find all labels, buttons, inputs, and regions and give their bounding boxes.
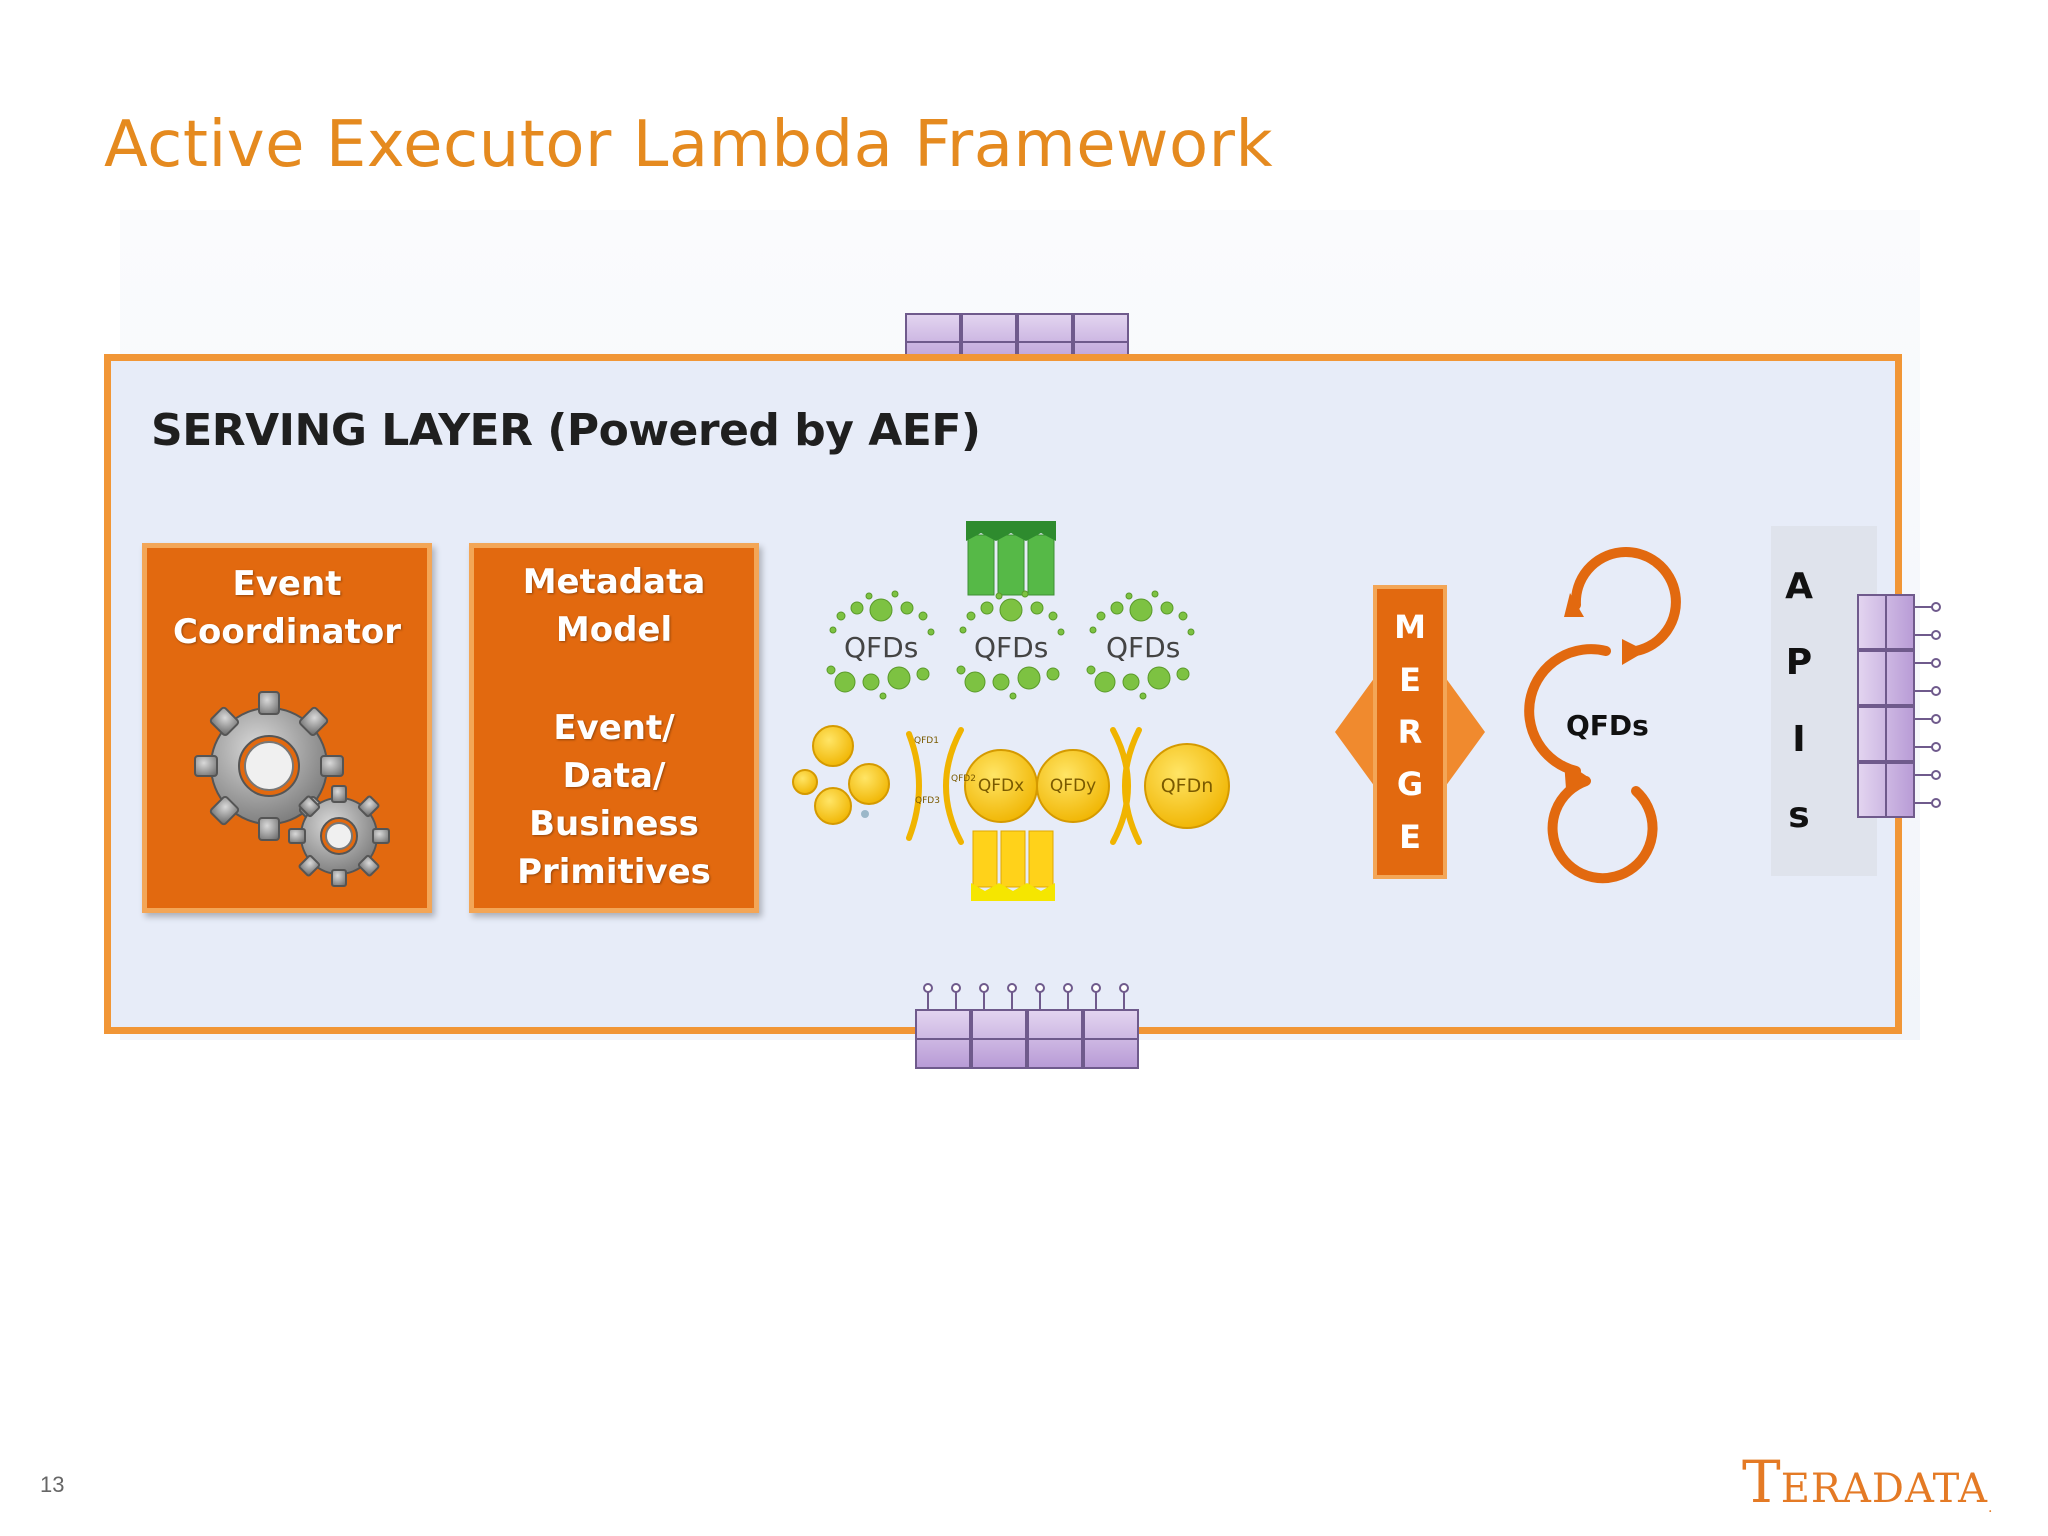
gears-icon [194,691,390,887]
metadata-model-line3: Event/ [553,708,675,748]
qfd-cluster-label-3: QFDs [1106,631,1181,664]
metadata-model-line6: Primitives [517,852,711,892]
merge-letter-5: E [1399,817,1421,856]
event-coordinator-line2: Coordinator [173,612,401,652]
metadata-model-line5: Business [529,804,699,844]
serving-layer-title: SERVING LAYER (Powered by AEF) [151,405,981,456]
double-arrow-icon [1335,585,1485,879]
api-letter-4: s [1788,795,1810,837]
yellow-flags-icon [971,830,1055,901]
api-letter-2: P [1785,642,1813,684]
apis-letters: A P I s [1771,526,1827,876]
coin-label-qfdn: QFDn [1160,775,1214,797]
merge-letter-3: R [1397,712,1423,751]
api-queue-icon [1857,594,1941,818]
merge-arrow: M E R G E [1335,585,1485,879]
qfd-cluster-label-2: QFDs [974,631,1049,664]
cycle-qfds-label: QFDs [1566,709,1649,742]
metadata-model-box: Metadata Model Event/ Data/ Business Pri… [469,543,759,913]
qfd-cluster-dots [826,590,1195,700]
merge-letter-4: G [1396,765,1424,804]
merge-letter-2: E [1399,660,1421,699]
coin-label-qfd2: QFD2 [951,774,976,784]
green-flags-icon [966,521,1056,596]
cycle-arrows-icon [1524,547,1681,884]
slide-title: Active Executor Lambda Framework [104,108,1273,182]
metadata-model-line2: Model [555,610,673,650]
page-number: 13 [40,1472,65,1497]
metadata-model-line4: Data/ [562,756,666,796]
serving-layer-panel: SERVING LAYER (Powered by AEF) Event Coo… [104,354,1941,1034]
event-coordinator-box: Event Coordinator [142,543,432,913]
teradata-logo: TERADATA. [1742,1448,1993,1516]
merge-letters: M E R G E [1335,587,1485,877]
event-coordinator-line1: Event [232,564,342,604]
api-letter-1: A [1785,565,1813,607]
qfd-coins-graphic [792,725,1230,845]
metadata-model-line1: Metadata [522,562,706,602]
coin-label-qfd1: QFD1 [914,736,939,746]
merge-letter-1: M [1394,608,1426,647]
coin-label-qfdx: QFDx [977,776,1025,796]
bottom-queue-icon [915,983,1139,1069]
coin-label-qfdy: QFDy [1049,776,1097,796]
qfd-cluster-label-1: QFDs [844,631,919,664]
coin-label-qfd3: QFD3 [915,796,940,806]
api-letter-3: I [1792,718,1806,760]
